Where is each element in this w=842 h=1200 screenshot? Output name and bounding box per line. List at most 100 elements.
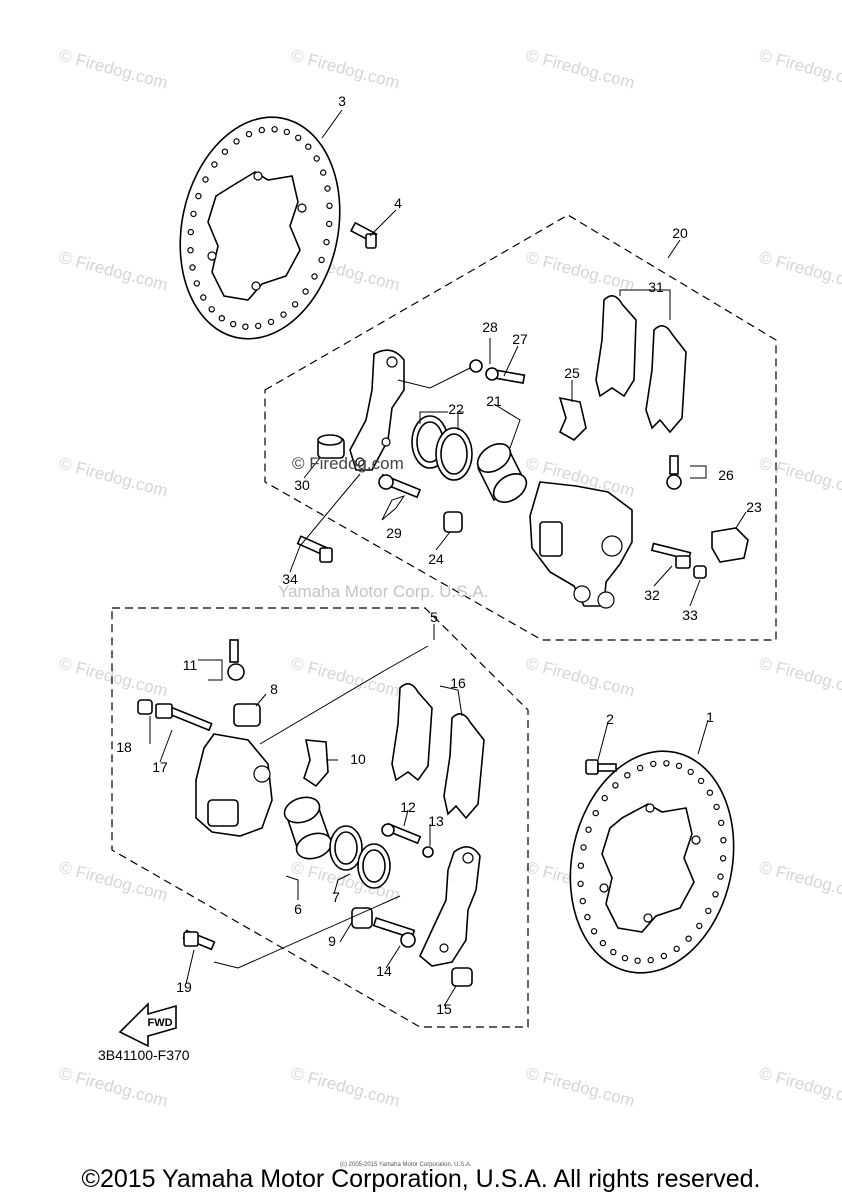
leader-lines bbox=[149, 109, 747, 1007]
watermark: © Firedog.com bbox=[757, 858, 842, 905]
callout-12[interactable]: 12 bbox=[400, 799, 416, 815]
callout-31[interactable]: 31 bbox=[648, 279, 664, 295]
callout-18[interactable]: 18 bbox=[116, 739, 132, 755]
vent-hole bbox=[687, 768, 694, 776]
vent-hole bbox=[311, 273, 318, 280]
bushing-18 bbox=[137, 699, 153, 715]
vent-hole bbox=[612, 782, 619, 789]
caliper-body-lower bbox=[195, 733, 273, 837]
callout-14[interactable]: 14 bbox=[376, 963, 392, 979]
vent-hole bbox=[610, 948, 617, 956]
pad-spring-upper bbox=[558, 396, 587, 441]
watermark: © Firedog.com bbox=[757, 248, 842, 295]
callout-22[interactable]: 22 bbox=[448, 401, 464, 417]
callout-16[interactable]: 16 bbox=[450, 675, 466, 691]
vent-hole bbox=[584, 913, 591, 921]
callout-7[interactable]: 7 bbox=[332, 889, 340, 905]
vent-hole bbox=[255, 322, 262, 330]
vent-hole bbox=[326, 202, 333, 209]
watermark: © Firedog.com bbox=[757, 46, 842, 93]
callout-1[interactable]: 1 bbox=[706, 709, 714, 725]
vent-hole bbox=[195, 192, 202, 200]
piston-seal-kit-lower bbox=[329, 825, 391, 889]
callout-34[interactable]: 34 bbox=[282, 571, 298, 587]
callout-24[interactable]: 24 bbox=[428, 551, 444, 567]
vent-hole bbox=[579, 897, 587, 905]
caliper-body-upper bbox=[529, 481, 633, 609]
vent-hole bbox=[685, 935, 692, 942]
vent-hole bbox=[705, 907, 712, 915]
vent-hole bbox=[233, 138, 240, 145]
brake-pads-lower bbox=[391, 683, 485, 820]
caliper-bracket-upper bbox=[349, 349, 405, 471]
vent-hole bbox=[585, 826, 592, 833]
watermark: © Firedog.com bbox=[757, 454, 842, 501]
piston-seal-kit-upper bbox=[411, 415, 473, 481]
callout-30[interactable]: 30 bbox=[294, 477, 310, 493]
callout-25[interactable]: 25 bbox=[564, 365, 580, 381]
vent-hole bbox=[660, 952, 668, 960]
vent-hole bbox=[592, 809, 599, 817]
watermark: © Firedog.com bbox=[524, 1064, 637, 1111]
vent-hole bbox=[200, 294, 207, 301]
callout-17[interactable]: 17 bbox=[152, 759, 168, 775]
vent-hole bbox=[624, 772, 631, 779]
callout-33[interactable]: 33 bbox=[682, 607, 698, 623]
vent-hole bbox=[621, 954, 629, 962]
vent-hole bbox=[305, 143, 312, 150]
callout-20[interactable]: 20 bbox=[672, 225, 688, 241]
collar-30 bbox=[317, 434, 345, 459]
callout-10[interactable]: 10 bbox=[350, 751, 366, 767]
piston-lower bbox=[283, 796, 333, 860]
vent-hole bbox=[663, 760, 670, 767]
vent-hole bbox=[706, 789, 714, 796]
vent-hole bbox=[267, 318, 275, 326]
callout-27[interactable]: 27 bbox=[512, 331, 528, 347]
boot-8 bbox=[233, 703, 261, 727]
callout-23[interactable]: 23 bbox=[746, 499, 762, 515]
copyright-footer: ©2015 Yamaha Motor Corporation, U.S.A. A… bbox=[81, 1165, 761, 1193]
vent-hole bbox=[599, 939, 607, 947]
callout-9[interactable]: 9 bbox=[328, 933, 336, 949]
vent-hole bbox=[318, 256, 325, 264]
callout-13[interactable]: 13 bbox=[428, 813, 444, 829]
vent-hole bbox=[675, 762, 683, 770]
watermark: © Firedog.com bbox=[757, 1064, 842, 1111]
disc-bolt-lower bbox=[585, 759, 617, 775]
callout-11[interactable]: 11 bbox=[183, 657, 198, 673]
fine-print: (c) 2005-2015 Yamaha Motor Corporation, … bbox=[340, 1162, 472, 1168]
bushing-33 bbox=[693, 565, 707, 579]
callout-3[interactable]: 3 bbox=[338, 93, 346, 109]
vent-hole bbox=[302, 288, 309, 295]
vent-hole bbox=[577, 880, 584, 888]
disc-bolt-upper bbox=[349, 221, 378, 249]
callout-21[interactable]: 21 bbox=[486, 393, 502, 409]
watermark: © Firedog.com bbox=[289, 46, 402, 93]
callout-2[interactable]: 2 bbox=[606, 711, 614, 727]
pin-bolt-lower bbox=[381, 822, 422, 845]
callout-28[interactable]: 28 bbox=[482, 319, 498, 335]
boot-24 bbox=[443, 511, 463, 533]
callout-6[interactable]: 6 bbox=[294, 901, 302, 917]
manufacturer-watermark: Yamaha Motor Corp. U.S.A. bbox=[278, 582, 489, 601]
watermark: © Firedog.com bbox=[524, 46, 637, 93]
callout-5[interactable]: 5 bbox=[430, 609, 438, 625]
vent-hole bbox=[208, 306, 215, 313]
callout-8[interactable]: 8 bbox=[270, 681, 278, 697]
vent-hole bbox=[717, 873, 724, 880]
callout-32[interactable]: 32 bbox=[644, 587, 660, 603]
callout-29[interactable]: 29 bbox=[386, 525, 402, 541]
vent-hole bbox=[242, 323, 249, 330]
callout-26[interactable]: 26 bbox=[718, 467, 734, 483]
vent-hole bbox=[320, 169, 327, 176]
vent-hole bbox=[323, 238, 330, 246]
vent-hole bbox=[697, 777, 705, 785]
callout-4[interactable]: 4 bbox=[394, 195, 402, 211]
vent-hole bbox=[218, 315, 225, 322]
callout-15[interactable]: 15 bbox=[436, 1001, 452, 1017]
callout-19[interactable]: 19 bbox=[176, 979, 192, 995]
vent-hole bbox=[647, 956, 654, 964]
watermark: © Firedog.com bbox=[57, 1064, 170, 1111]
watermark: © Firedog.com bbox=[524, 654, 637, 701]
